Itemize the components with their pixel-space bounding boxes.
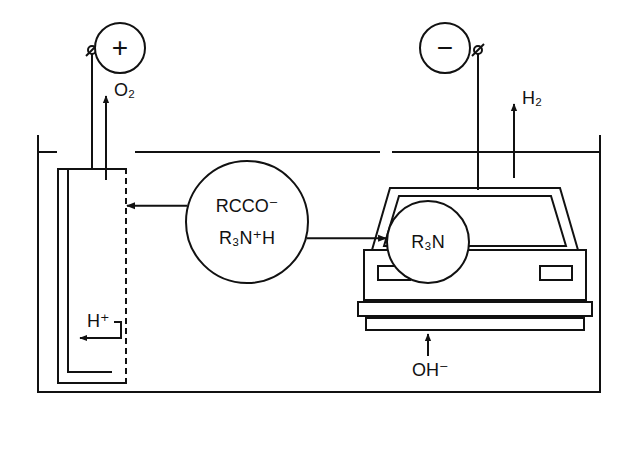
anode-plate — [68, 168, 112, 372]
liquid-surface — [38, 151, 600, 153]
gas-label: O₂ — [114, 80, 135, 102]
paint-particle: RCCO⁻ R₃N⁺H — [185, 160, 309, 284]
deposited-film: R₃N — [386, 200, 470, 284]
node-text: R₃N⁺H — [219, 227, 275, 250]
anode-electrode: H⁺ — [57, 168, 127, 384]
node-text: − — [437, 34, 453, 62]
gas-arrow — [513, 104, 515, 178]
node-text: + — [112, 34, 128, 62]
wire — [477, 54, 479, 190]
gas-label: H₂ — [522, 88, 542, 110]
migration-arrow — [127, 205, 187, 207]
node-text: H⁺ — [87, 310, 110, 333]
polarity-circle: − — [419, 22, 471, 74]
ion-label: OH⁻ — [412, 360, 449, 382]
polarity-circle: + — [94, 22, 146, 74]
node-text: R₃N — [411, 231, 444, 254]
node-text: RCCO⁻ — [216, 195, 279, 218]
tank-wall — [38, 135, 600, 392]
wire — [91, 54, 93, 168]
migration-arrow — [307, 237, 386, 239]
car-body — [358, 188, 592, 330]
ion-arrow — [427, 334, 429, 356]
